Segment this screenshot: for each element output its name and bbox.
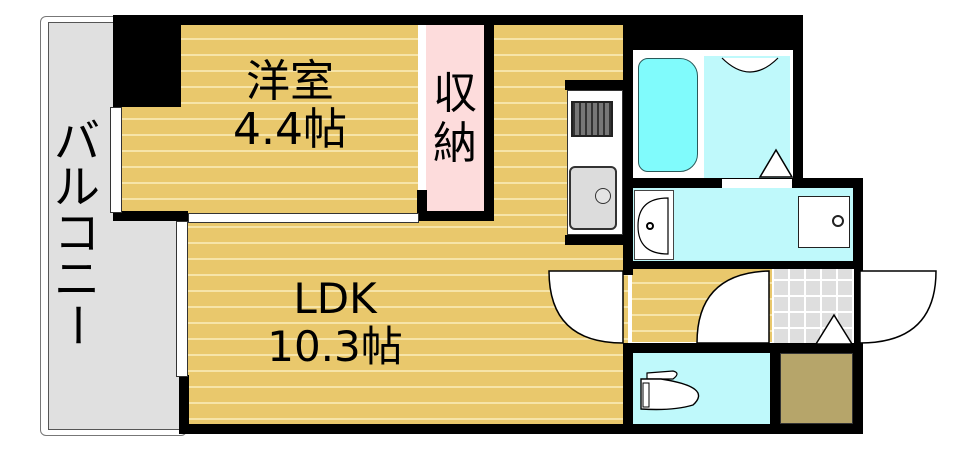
ldk-floor	[186, 212, 628, 424]
balcony-char: ニ	[54, 252, 100, 306]
bathroom-arc-icon	[721, 57, 779, 73]
sink-drain-icon	[595, 188, 611, 204]
balcony-label: バ ル コ ニ ー	[50, 114, 104, 348]
wall-pillar	[113, 15, 181, 107]
wall-top-right	[625, 15, 803, 50]
western-room-name: 洋室	[246, 56, 334, 107]
ldk-door-icon	[548, 270, 624, 344]
western-sliding-door	[188, 213, 419, 223]
drain-icon	[832, 215, 844, 227]
washbasin-bowl-icon	[637, 197, 669, 255]
entrance	[774, 269, 854, 343]
wall-storage-right	[484, 15, 494, 221]
wall-washroom-bottom	[623, 261, 863, 269]
wall-washroom-right	[853, 178, 863, 434]
wall-toilet-right	[770, 343, 780, 433]
wall-ldk-left	[179, 375, 189, 425]
wall-kitchen-bottom	[565, 235, 627, 245]
wall-toilet-left	[623, 343, 633, 433]
entrance-triangle-icon	[814, 313, 854, 345]
toilet-icon	[640, 370, 700, 411]
wall-top	[113, 15, 625, 25]
storage-closet	[426, 24, 484, 212]
bathtub	[638, 58, 698, 172]
hallway-door-icon	[696, 270, 770, 344]
storage-label: 収 納	[426, 72, 484, 166]
wall-storage-left	[417, 190, 427, 220]
balcony-char: ル	[54, 160, 100, 214]
storage-line2: 納	[433, 118, 477, 169]
balcony-char: ー	[50, 302, 104, 348]
bathroom-door-triangle-icon	[758, 148, 794, 178]
shoe-cabinet	[780, 353, 853, 424]
balcony-char: バ	[54, 114, 100, 168]
ldk-size: 10.3帖	[267, 322, 403, 371]
wall-bath-right	[793, 15, 803, 185]
wall-bottom	[179, 424, 862, 434]
storage-line1: 収	[433, 68, 477, 119]
wall-kitchen-top	[565, 80, 627, 90]
western-room-size: 4.4帖	[233, 104, 347, 155]
gas-stove	[571, 101, 613, 137]
western-room-window	[110, 107, 122, 213]
ldk-name: LDK	[293, 274, 377, 323]
wall-toilet-top	[623, 343, 863, 353]
bath-door-opening	[722, 179, 792, 188]
ldk-window	[176, 221, 188, 377]
ldk-label: LDK 10.3帖	[250, 278, 420, 368]
wall-wet-left	[623, 15, 633, 275]
front-door-icon	[859, 270, 937, 344]
wall-storage-bottom	[417, 211, 494, 221]
balcony-char: コ	[54, 206, 100, 260]
wall-western-bottom	[113, 211, 188, 221]
western-room-label: 洋室 4.4帖	[210, 60, 370, 152]
